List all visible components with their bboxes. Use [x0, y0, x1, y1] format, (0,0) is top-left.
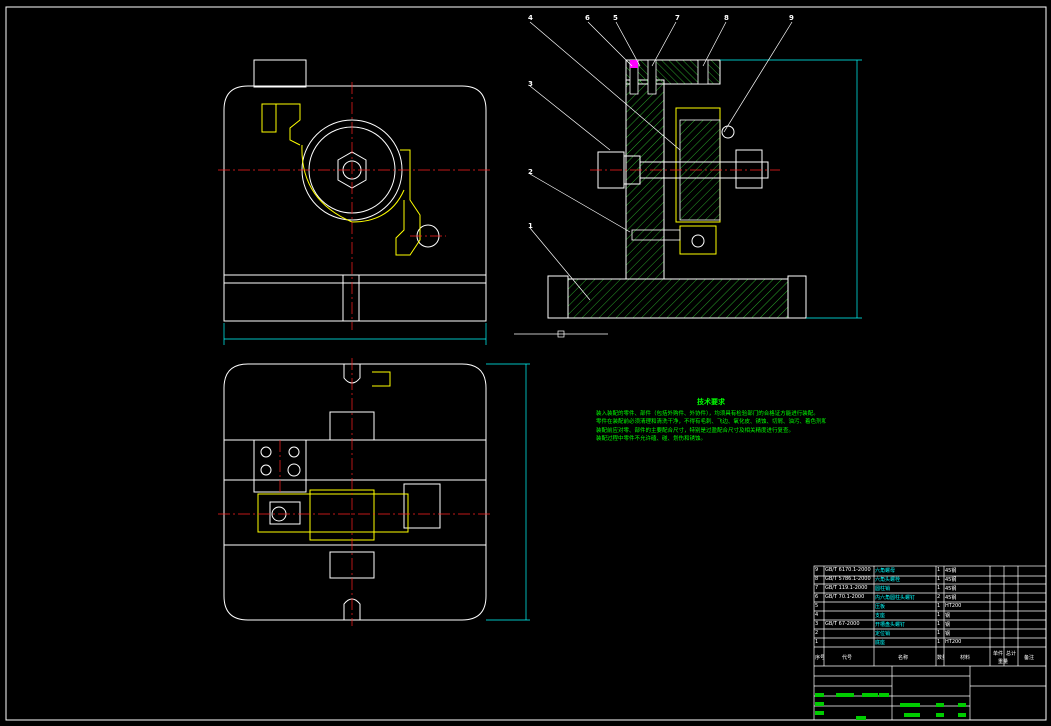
bom-cell-code: GB/T 70.1-2000	[825, 594, 865, 600]
bom-cell-mat: 钢	[945, 631, 951, 637]
leader-6: 6	[585, 14, 590, 22]
bom-header-code: 代号	[842, 655, 853, 661]
bom-cell-no: 5	[815, 603, 819, 609]
bom-cell-code: GB/T 5786.1-2000	[825, 576, 871, 582]
bom-cell-name: 六角头螺栓	[875, 577, 901, 583]
bom-cell-qty: 1	[937, 630, 941, 636]
technical-requirements-title: 技术要求	[697, 398, 725, 406]
bom-cell-mat: HT200	[945, 603, 962, 609]
leader-1: 1	[528, 222, 533, 230]
bom-cell-no: 8	[815, 576, 819, 582]
bom-cell-name: 圆柱销	[875, 586, 891, 592]
leader-5-top: 5	[613, 14, 618, 22]
front-view-centerlines	[218, 82, 490, 330]
top-view-centerlines	[218, 358, 490, 626]
bom-cell-qty: 1	[937, 639, 941, 645]
bom-header-material: 材料	[960, 655, 971, 661]
bom-cell-mat: HT200	[945, 639, 962, 645]
bom-cell-mat: 45钢	[945, 595, 957, 601]
bom-cell-mat: 钢	[945, 622, 951, 628]
bom-cell-qty: 2	[937, 594, 941, 600]
bom-cell-qty: 1	[937, 576, 941, 582]
bom-cell-code: GB/T 67-2000	[825, 621, 860, 627]
section-view	[514, 21, 862, 338]
bom-cell-name: 内六角圆柱头螺钉	[875, 595, 916, 601]
front-view-clamp-arm	[261, 103, 421, 256]
bom-header-no: 序号	[815, 655, 824, 661]
bom-cell-code: GB/T 6170.1-2000	[825, 567, 871, 573]
title-block	[813, 565, 1047, 721]
note-line: 装入装配的零件、部件（包括外购件、外协件），均须具有检验部门的合格证方能进行装配…	[596, 410, 819, 417]
bom-cell-no: 4	[815, 612, 819, 618]
leader-3: 3	[528, 80, 533, 88]
leader-7: 7	[675, 14, 680, 22]
note-line: 装配前应对零、部件的主要配合尺寸，特别是过盈配合尺寸及相关精度进行复查。	[596, 427, 795, 434]
top-view-clamp	[257, 371, 409, 541]
note-line: 零件在装配前必须清理和清洗干净，不得有毛刺、飞边、氧化皮、锈蚀、切屑、油污、着色…	[596, 419, 826, 425]
bom-cell-name: 压板	[875, 604, 886, 610]
bom-cell-name: 底座	[875, 640, 886, 646]
front-view	[223, 59, 487, 345]
bom-cell-name: 定位销	[875, 631, 891, 637]
bom-cell-mat: 45钢	[945, 577, 957, 583]
bom-cell-code: GB/T 119.1-2000	[825, 585, 868, 591]
title-block-fills	[815, 693, 966, 720]
bom-cell-no: 7	[815, 585, 819, 591]
bom-cell-name: 支座	[875, 613, 886, 619]
top-view	[223, 363, 530, 621]
bom-cell-name: 六角螺母	[875, 568, 896, 574]
bom-cell-no: 6	[815, 594, 819, 600]
bom-cell-qty: 1	[937, 567, 941, 573]
bom-cell-no: 3	[815, 621, 819, 627]
bom-cell-no: 1	[815, 639, 819, 645]
bom-cell-name: 开槽盘头螺钉	[875, 622, 906, 628]
bom-cell-no: 2	[815, 630, 819, 636]
leader-9: 9	[789, 14, 794, 22]
bom-header-note: 备注	[1024, 655, 1035, 661]
bom-cell-qty: 1	[937, 585, 941, 591]
bom-cell-qty: 1	[937, 612, 941, 618]
bom-cell-no: 9	[815, 567, 819, 573]
bom-cell-qty: 1	[937, 621, 941, 627]
note-line: 装配过程中零件不允许磕、碰、划伤和锈蚀。	[596, 436, 707, 442]
bom-cell-mat: 45钢	[945, 586, 957, 592]
leader-4: 4	[528, 14, 533, 22]
bom-header-unit: 单件	[993, 651, 1004, 657]
bom-cell-qty: 1	[937, 603, 941, 609]
bom-header-name: 名称	[898, 655, 909, 661]
leader-2: 2	[528, 168, 533, 176]
bom-header-qty: 数量	[937, 655, 944, 661]
bom-cell-mat: 45钢	[945, 568, 957, 574]
drawing-frame	[5, 6, 1047, 721]
leader-8: 8	[724, 14, 729, 22]
bom-header-weight: 重量	[998, 659, 1009, 665]
technical-requirements: 技术要求 装入装配的零件、部件（包括外购件、外协件），均须具有检验部门的合格证方…	[596, 398, 826, 444]
bom-header-total: 总计	[1006, 651, 1017, 657]
bom-cell-mat: 钢	[945, 613, 951, 619]
